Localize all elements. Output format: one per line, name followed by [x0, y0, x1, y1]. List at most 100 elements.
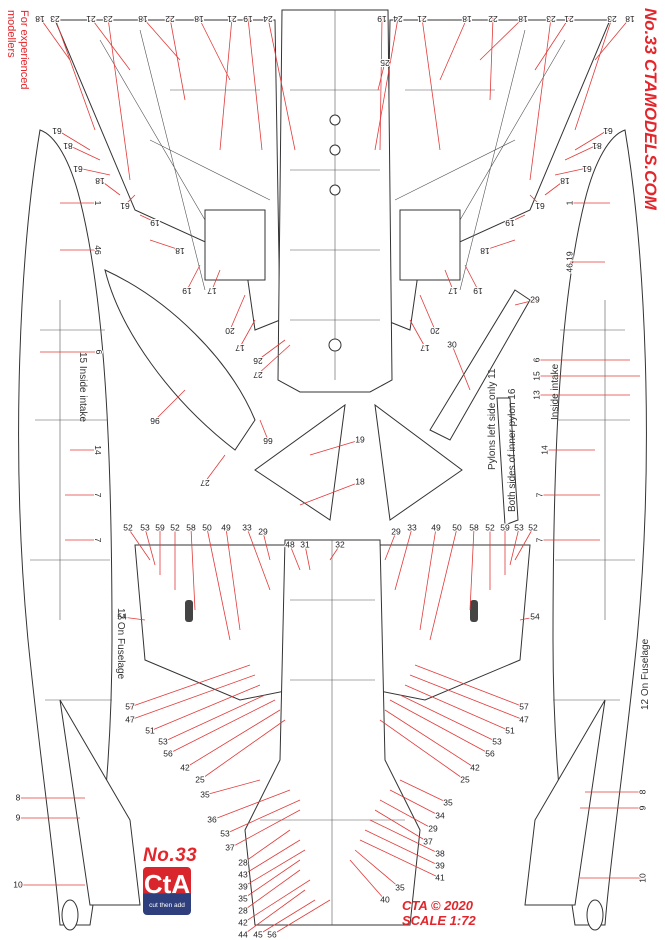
callout-leader-line [529, 194, 541, 206]
decal-callout-number: 20 [225, 326, 235, 336]
callout-leader-line [509, 527, 520, 566]
decal-callout-number: 47 [125, 714, 135, 724]
callout-leader-line [409, 674, 525, 721]
callout-leader-line [379, 799, 434, 830]
callout-leader-line [509, 214, 526, 223]
callout-leader-line [229, 809, 301, 849]
decal-callout-number: 52 [485, 522, 495, 532]
decal-callout-number: 6 [94, 350, 104, 355]
callout-leader-line [149, 239, 181, 251]
logo-number: No.33 [143, 845, 198, 866]
decal-callout-number: 18 [625, 14, 635, 24]
decal-callout-number: 42 [238, 917, 248, 927]
left-side-view [18, 129, 141, 931]
decal-callout-number: 7 [93, 538, 103, 543]
flap-drawing [429, 289, 531, 441]
decal-callout-number: 7 [93, 493, 103, 498]
callout-leader-line [246, 527, 271, 591]
callout-leader-line [129, 664, 251, 708]
decal-callout-number: 46 [93, 245, 103, 255]
decal-callout-number: 17 [235, 343, 245, 353]
logo-mark: CtA [143, 869, 191, 899]
decal-callout-number: 29 [428, 823, 438, 833]
decal-callout-number: 1 [93, 201, 103, 206]
callout-leader-line [389, 789, 441, 817]
decal-callout-number: 18 [95, 176, 105, 186]
decal-callout-number: 18 [355, 476, 365, 486]
callout-leader-line [304, 544, 311, 571]
callout-leader-line [149, 684, 261, 732]
brand-number: No.33 [641, 8, 660, 55]
decal-callout-number: 24 [263, 14, 273, 24]
right-inside-intake-note: Inside intake [550, 363, 561, 420]
decal-callout-number: 24 [393, 14, 403, 24]
callout-leader-line [399, 694, 498, 743]
decal-callout-number: 43 [238, 869, 248, 879]
brand-website[interactable]: CTAMODELS.COM [641, 59, 660, 210]
callout-leader-line [384, 531, 397, 561]
callout-leader-line [56, 129, 91, 151]
left-on-fuselage-note: 12 On Fuselage [115, 608, 126, 680]
decal-callout-number: 51 [145, 725, 155, 735]
callout-leader-line [262, 531, 271, 561]
lower-planform [134, 539, 531, 926]
decal-callout-number: 51 [505, 725, 515, 735]
decal-callout-number: 54 [117, 611, 127, 621]
callout-leader-line [162, 694, 266, 743]
callout-leader-line [309, 439, 361, 456]
callout-leader-line [574, 129, 609, 151]
callout-leader-line [399, 779, 449, 804]
decal-callout-number: 19 [377, 14, 387, 24]
decal-callout-number: 53 [140, 522, 150, 532]
decal-callout-number: 7 [534, 537, 544, 542]
tailplane-left [254, 403, 346, 521]
scale-text: SCALE 1:72 [402, 913, 476, 928]
decal-callout-number: 57 [519, 701, 529, 711]
decal-callout-number: 14 [539, 445, 549, 455]
callout-leader-line [225, 527, 241, 631]
callout-leader-line [67, 144, 101, 161]
decal-callout-number: 25 [380, 58, 390, 68]
decal-callout-number: 28 [238, 857, 248, 867]
decal-callout-number: 21 [86, 14, 96, 24]
callout-leader-line [554, 167, 588, 176]
callout-leader-line [257, 344, 291, 375]
decal-callout-number: 53 [220, 828, 230, 838]
callout-leader-line [211, 789, 291, 821]
decal-callout-number: 33 [407, 522, 417, 532]
decal-callout-number: 59 [500, 522, 510, 532]
experience-note: For experienced modellers [5, 10, 30, 90]
callout-leader-line [419, 527, 437, 631]
callout-leader-line [242, 849, 306, 888]
callout-leader-line [204, 454, 226, 483]
decal-callout-number: 27 [253, 370, 263, 380]
callout-leader-line [167, 699, 276, 755]
decal-callout-number: 8 [16, 792, 21, 802]
callout-leader-line [364, 829, 441, 867]
decal-callout-number: 49 [431, 522, 441, 532]
decal-callout-number: 48 [285, 539, 295, 549]
callout-leader-line [186, 264, 201, 291]
callout-leader-line [259, 419, 269, 441]
decal-callout-number: 35 [443, 797, 453, 807]
upper-fuselage [277, 9, 393, 393]
callout-leader-line [139, 214, 156, 223]
decal-callout-number: 22 [488, 14, 498, 24]
decal-callout-number: 17 [448, 286, 458, 296]
decal-callout-number: 58 [469, 522, 479, 532]
decal-callout-number: 45 [253, 929, 263, 939]
callout-leader-line [224, 799, 301, 835]
decal-callout-number: 22 [165, 14, 175, 24]
callout-leader-line [489, 17, 494, 101]
decal-callout-number: 61 [120, 201, 130, 211]
decal-callout-number: 18 [138, 14, 148, 24]
callout-leader-line [369, 819, 441, 855]
callout-leader-line [239, 319, 256, 348]
decal-callout-number: 18 [194, 14, 204, 24]
decal-callout-number: 37 [225, 842, 235, 852]
callout-leader-line [444, 269, 454, 291]
decal-callout-number: 66 [263, 436, 273, 446]
decal-callout-number: 81 [63, 141, 73, 151]
